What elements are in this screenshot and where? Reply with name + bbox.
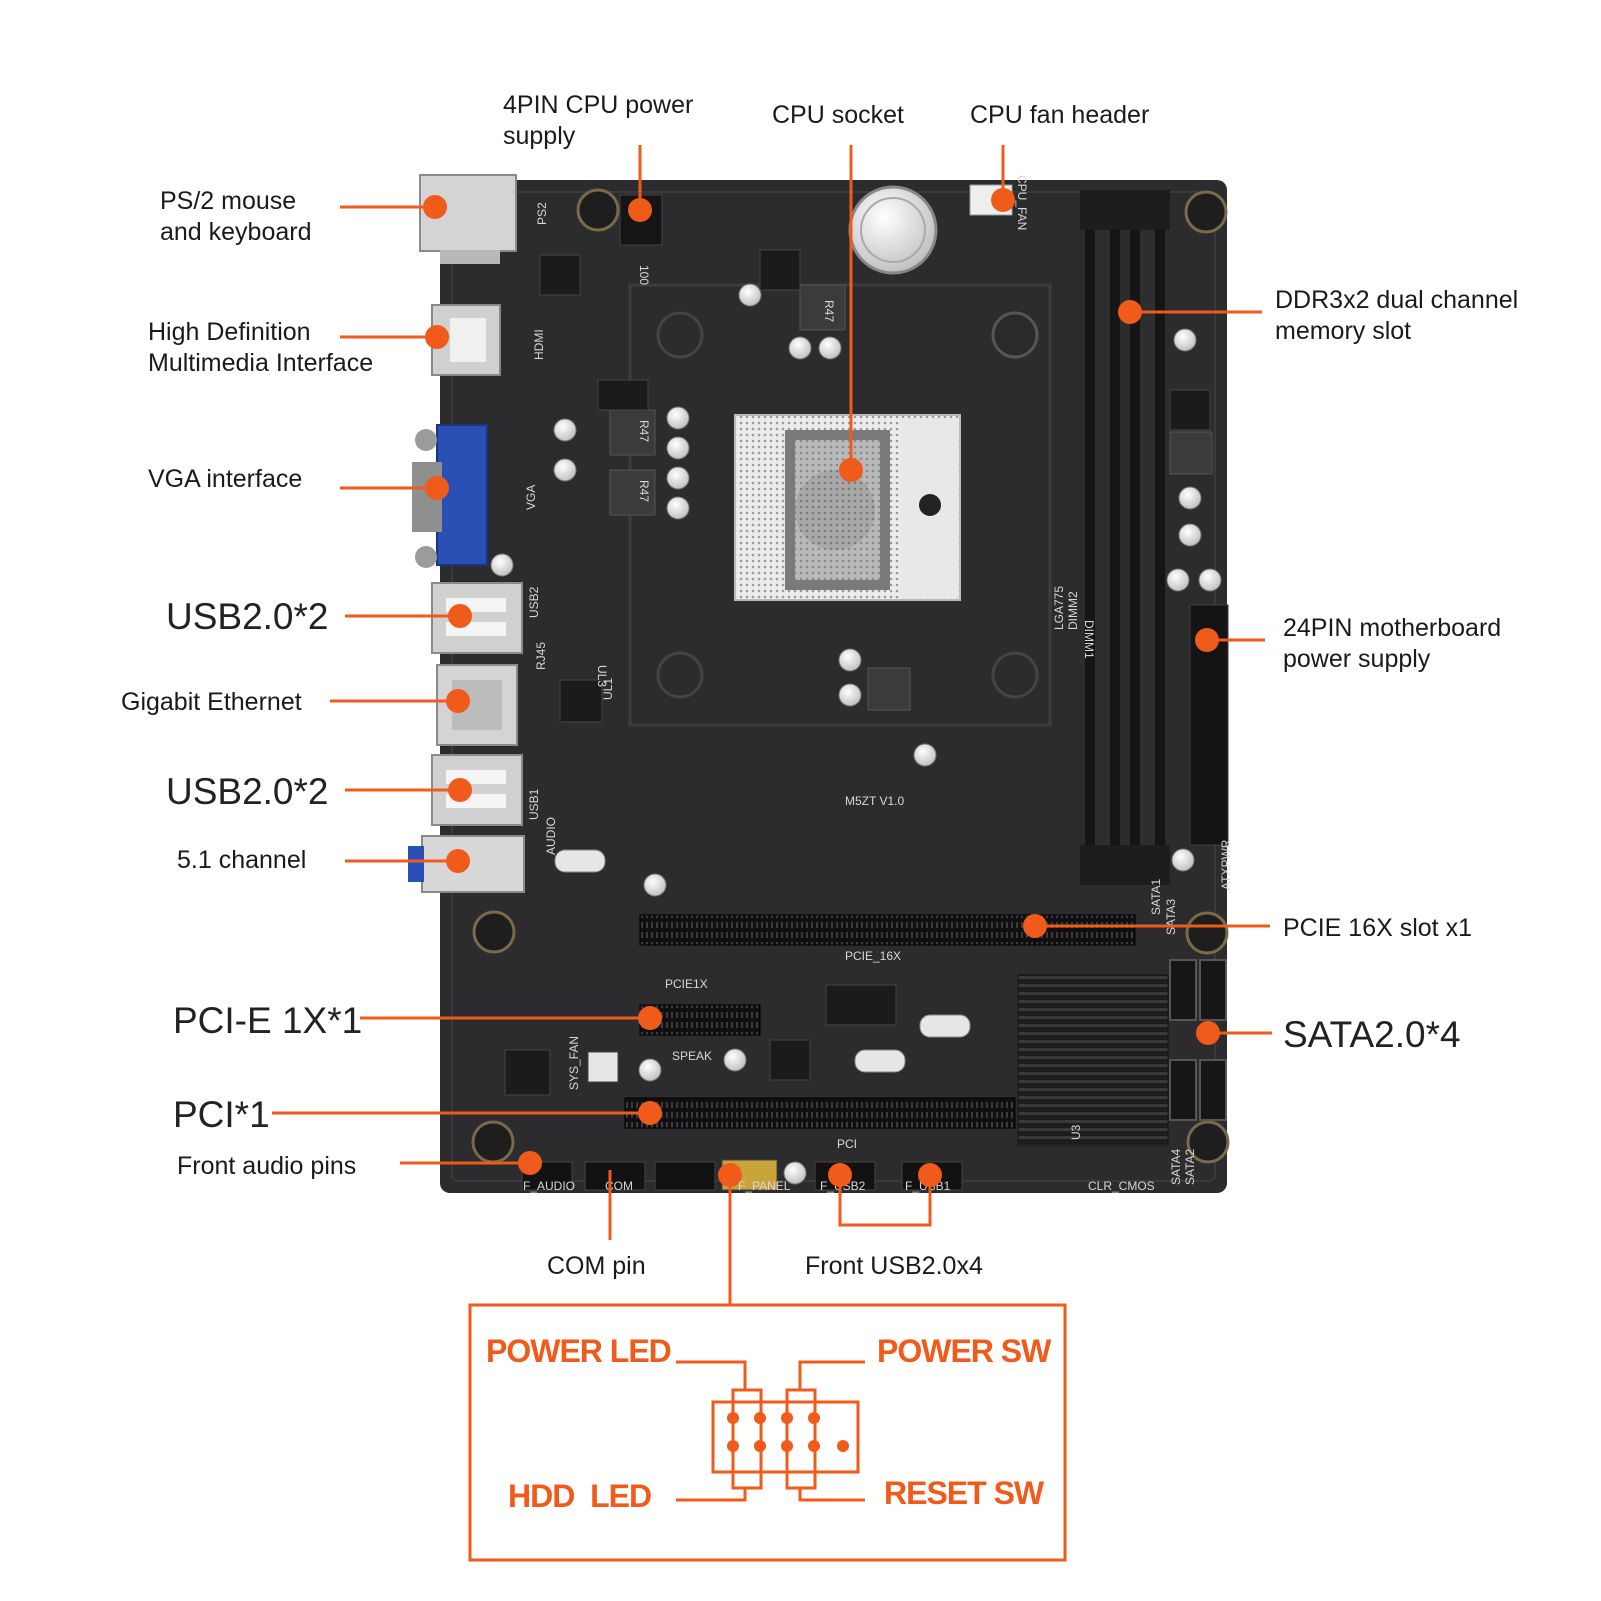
silk-cpufan: CPU_FAN (1015, 175, 1029, 230)
mounting-holes (471, 188, 1230, 1164)
silk-com: COM (605, 1179, 633, 1193)
dimm-slots (1080, 190, 1170, 885)
silk-ps2: PS2 (535, 202, 549, 225)
silk-r47a: R47 (822, 300, 836, 322)
label-ddr-line2: memory slot (1275, 317, 1412, 345)
label-ps2: PS/2 mouse and keyboard (160, 186, 312, 248)
label-pcie16: PCIE 16X slot x1 (1283, 914, 1472, 942)
label-usb-top: USB2.0*2 (166, 596, 329, 637)
silk-dimm2: DIMM2 (1066, 591, 1080, 630)
silk-r47b: R47 (637, 420, 651, 442)
label-cpu-socket: CPU socket (772, 101, 904, 129)
silk-vga: VGA (524, 485, 538, 510)
pcie16x-slot (639, 914, 1036, 946)
label-usb-bottom: USB2.0*2 (166, 771, 329, 812)
label-com: COM pin (547, 1252, 646, 1280)
silk-sata3: SATA3 (1164, 898, 1178, 935)
silk-pcie16: PCIE_16X (845, 949, 901, 963)
silk-sata4: SATA4 (1169, 1148, 1183, 1185)
label-hdmi-line1: High Definition (148, 318, 311, 346)
rear-io (408, 174, 525, 893)
label-audio: 5.1 channel (177, 846, 307, 874)
silk-clrcmos: CLR_CMOS (1088, 1179, 1155, 1193)
ic-chips (504, 249, 1211, 1096)
label-cpu-power-line2: supply (503, 122, 576, 150)
panel-hdd-led: HDD LED (508, 1478, 652, 1514)
silk-speak: SPEAK (672, 1049, 712, 1063)
label-atx-line2: power supply (1283, 645, 1431, 673)
silk-rj45: RJ45 (534, 642, 548, 670)
silk-fpanel: F_PANEL (738, 1179, 791, 1193)
label-pci: PCI*1 (173, 1094, 270, 1135)
silk-audio: AUDIO (544, 817, 558, 855)
label-cpu-power: 4PIN CPU power supply (503, 90, 693, 152)
label-ps2-line1: PS/2 mouse (160, 187, 297, 215)
silk-model: M5ZT V1.0 (845, 794, 904, 808)
silk-pci: PCI (837, 1137, 857, 1151)
fpanel-pins (727, 1412, 849, 1452)
panel-reset-sw: RESET SW (884, 1475, 1044, 1511)
silk-sata2: SATA2 (1183, 1148, 1197, 1185)
label-pcie1x: PCI-E 1X*1 (173, 1000, 363, 1041)
silk-usb2: USB2 (527, 586, 541, 618)
silk-faudio: F_AUDIO (523, 1179, 575, 1193)
label-sata: SATA2.0*4 (1283, 1014, 1461, 1055)
label-front-audio: Front audio pins (177, 1152, 357, 1180)
label-vga: VGA interface (148, 465, 303, 493)
silk-hdmi: HDMI (532, 329, 546, 360)
panel-power-led: POWER LED (486, 1333, 672, 1369)
label-ps2-line2: and keyboard (160, 218, 312, 246)
usb-port-top (431, 582, 523, 654)
silk-ul1: UL1 (601, 678, 615, 700)
cmos-battery (848, 185, 938, 275)
silk-usb1: USB1 (527, 788, 541, 820)
label-hdmi: High Definition Multimedia Interface (148, 317, 373, 379)
panel-power-sw: POWER SW (877, 1333, 1051, 1369)
vrm-components (490, 283, 1222, 1185)
label-hdmi-line2: Multimedia Interface (148, 349, 374, 377)
pci-slot (624, 1097, 1016, 1129)
silk-lga: LGA775 (1052, 586, 1066, 630)
fpanel-inset (468, 1303, 1067, 1562)
label-ddr: DDR3x2 dual channel memory slot (1275, 285, 1518, 347)
label-front-usb: Front USB2.0x4 (805, 1252, 983, 1280)
label-ethernet: Gigabit Ethernet (121, 688, 302, 716)
silk-atxpwr: ATXPWR (1219, 839, 1233, 890)
silk-dimm1: DIMM1 (1082, 620, 1096, 659)
label-ddr-line1: DDR3x2 dual channel (1275, 286, 1519, 314)
chipset-heatsink (1017, 974, 1169, 1146)
audio-jack (421, 835, 525, 893)
silk-pcie1x: PCIE1X (665, 977, 708, 991)
label-cpu-power-line1: 4PIN CPU power (503, 91, 694, 119)
label-cpu-fan: CPU fan header (970, 101, 1150, 129)
crystals (554, 849, 971, 1073)
sata-ports (1169, 959, 1227, 1121)
callout-dots (423, 188, 1220, 1187)
silk-r47c: R47 (637, 480, 651, 502)
label-atx: 24PIN motherboard power supply (1283, 613, 1501, 675)
silk-ul3: UL3 (595, 665, 609, 687)
silk-100: 100 (637, 265, 651, 285)
silk-sysfan: SYS_FAN (567, 1036, 581, 1090)
silk-u3: U3 (1069, 1124, 1083, 1140)
label-atx-line1: 24PIN motherboard (1283, 614, 1502, 642)
silk-sata1: SATA1 (1149, 878, 1163, 915)
